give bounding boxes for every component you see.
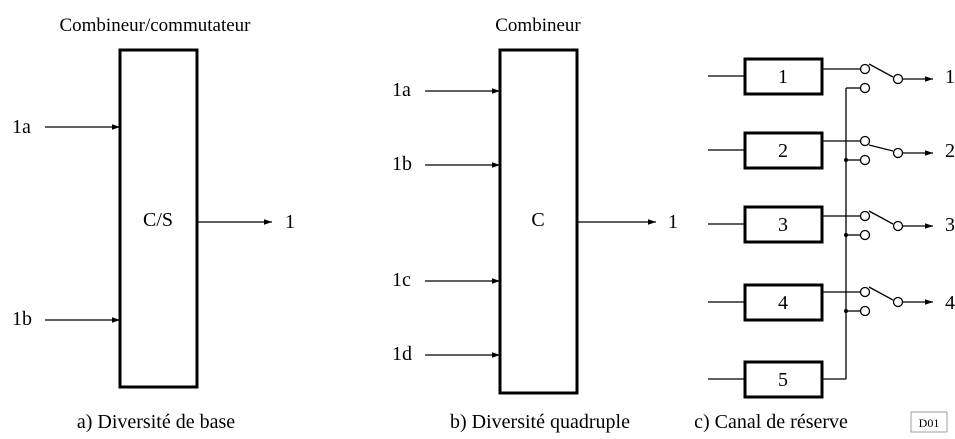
switch-contact-normal bbox=[859, 210, 871, 222]
channel-5-spare: 5 bbox=[708, 360, 824, 399]
panel-a-caption: a) Diversité de base bbox=[77, 411, 235, 433]
channel-label: 3 bbox=[778, 214, 788, 236]
panel-b: Combineur C 1a 1b 1c 1d 1 b) Diversité q… bbox=[392, 15, 678, 433]
switch-pivot bbox=[892, 73, 904, 85]
channel-label: 4 bbox=[778, 292, 788, 314]
output-label: 1 bbox=[285, 211, 295, 233]
panel-a-title: Combineur/commutateur bbox=[59, 15, 251, 36]
switch-contact-spare bbox=[859, 305, 871, 317]
junction-dot bbox=[844, 233, 848, 237]
channel-1: 1 1 bbox=[708, 57, 955, 96]
panel-a: Combineur/commutateur C/S 1a 1b 1 a) Div… bbox=[12, 15, 295, 433]
switch-contact-normal bbox=[859, 286, 871, 298]
panel-b-title: Combineur bbox=[495, 15, 581, 36]
figure-code: D01 bbox=[919, 416, 940, 430]
channel-label: 5 bbox=[778, 369, 788, 391]
input-label-1b: 1b bbox=[12, 308, 32, 330]
input-label-1d: 1d bbox=[392, 343, 412, 365]
combiner-switch-block bbox=[118, 48, 199, 389]
junction-dot bbox=[844, 309, 848, 313]
combiner-block bbox=[498, 48, 579, 395]
figure-code-tag: D01 bbox=[910, 411, 948, 433]
channel-box bbox=[743, 360, 824, 399]
block-label-c: C bbox=[531, 209, 544, 231]
switch-blade bbox=[868, 286, 894, 301]
input-label-1c: 1c bbox=[392, 269, 411, 291]
switch-contact-spare bbox=[859, 82, 871, 94]
panel-b-caption: b) Diversité quadruple bbox=[450, 411, 630, 433]
switch-pivot bbox=[892, 296, 904, 308]
switch-contact-spare bbox=[859, 229, 871, 241]
input-label-1a: 1a bbox=[392, 79, 411, 101]
channel-4: 4 4 bbox=[708, 283, 955, 322]
switch-pivot bbox=[892, 147, 904, 159]
channel-box bbox=[743, 57, 824, 96]
switch-blade bbox=[868, 144, 894, 152]
output-label: 4 bbox=[945, 292, 955, 314]
switch-contact-normal bbox=[859, 135, 871, 147]
input-label-1a: 1a bbox=[12, 116, 31, 138]
switch-pivot bbox=[892, 220, 904, 232]
output-label: 1 bbox=[945, 66, 955, 88]
channel-box bbox=[743, 205, 824, 244]
panel-c: 1 1 2 2 3 bbox=[694, 57, 955, 433]
channel-2: 2 2 bbox=[708, 131, 955, 170]
channel-box bbox=[743, 283, 824, 322]
switch-blade bbox=[868, 210, 894, 225]
switch-blade bbox=[868, 63, 894, 78]
output-label: 3 bbox=[945, 214, 955, 236]
panel-c-caption: c) Canal de réserve bbox=[694, 411, 848, 433]
junction-dot bbox=[844, 158, 848, 162]
block-label-cs: C/S bbox=[143, 209, 173, 231]
channel-box bbox=[743, 131, 824, 170]
output-label: 2 bbox=[945, 140, 955, 162]
switch-contact-spare bbox=[859, 154, 871, 166]
output-label: 1 bbox=[668, 211, 678, 233]
channel-label: 1 bbox=[778, 66, 788, 88]
input-label-1b: 1b bbox=[392, 153, 412, 175]
channel-3: 3 3 bbox=[708, 205, 955, 244]
switch-contact-normal bbox=[859, 63, 871, 75]
channel-label: 2 bbox=[778, 140, 788, 162]
